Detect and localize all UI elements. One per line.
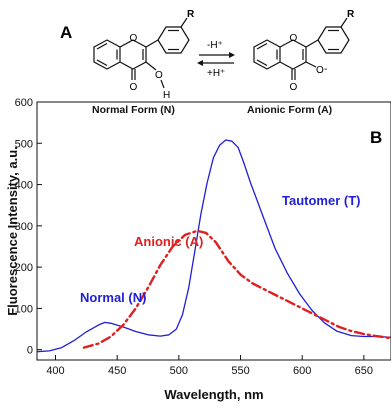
normal-keto-oxygen-label: O <box>130 82 138 93</box>
x-axis-title: Wavelength, nm <box>164 387 263 402</box>
normal-r-group-label: R <box>187 9 195 20</box>
y-tick-label: 300 <box>15 221 33 233</box>
reverse-arrow-label: +H⁺ <box>207 68 225 79</box>
normal-series-label: Normal (N) <box>80 290 146 305</box>
equilibrium-arrows <box>197 52 235 66</box>
panel-letter-a: A <box>60 23 72 42</box>
y-tick-label: 0 <box>27 345 33 357</box>
normal-ring-oxygen-label: O <box>130 33 138 44</box>
y-tick-label: 500 <box>15 138 33 150</box>
series-layer <box>36 139 391 353</box>
y-tick-label: 600 <box>15 97 33 109</box>
reaction-scheme: A O O O <box>60 9 355 116</box>
x-tick-label: 450 <box>108 365 126 377</box>
y-axis-ticks: 0 100 200 300 400 500 600 <box>15 97 42 357</box>
y-tick-label: 200 <box>15 262 33 274</box>
y-tick-label: 100 <box>15 303 33 315</box>
anion-charge-label: - <box>324 64 327 75</box>
plot-frame <box>36 101 391 361</box>
panel-letter-b: B <box>370 128 382 147</box>
y-axis-title: Fluorescence Intensity, a.u. <box>5 146 20 316</box>
anion-ring-oxygen-label: O <box>290 33 298 44</box>
forward-arrow-label: -H⁺ <box>207 40 223 51</box>
normal-tautomer-emission-line <box>36 139 391 353</box>
normal-hydroxyl-hydrogen-label: H <box>163 90 170 101</box>
anionic-emission-line <box>82 229 391 349</box>
anionic-form-structure <box>253 17 350 80</box>
anionic-series-label: Anionic (A) <box>134 234 203 249</box>
x-tick-label: 400 <box>46 365 64 377</box>
anion-keto-oxygen-label: O <box>290 82 298 93</box>
x-axis-ticks: 400 450 500 550 600 650 <box>46 355 373 377</box>
normal-form-caption: Normal Form (N) <box>92 104 175 116</box>
anionic-form-caption: Anionic Form (A) <box>247 104 332 116</box>
x-tick-label: 500 <box>170 365 188 377</box>
y-tick-label: 400 <box>15 180 33 192</box>
x-tick-label: 650 <box>355 365 373 377</box>
normal-hydroxyl-oxygen-label: O <box>155 70 163 81</box>
normal-form-structure <box>93 17 190 89</box>
fluorescence-chart: B 400 450 500 550 600 650 0 100 200 300 400 500 600… <box>5 97 391 402</box>
x-tick-label: 550 <box>231 365 249 377</box>
anion-oxygen-label: O <box>316 65 324 76</box>
tautomer-series-label: Tautomer (T) <box>282 193 360 208</box>
x-tick-label: 600 <box>293 365 311 377</box>
anion-r-group-label: R <box>347 9 355 20</box>
